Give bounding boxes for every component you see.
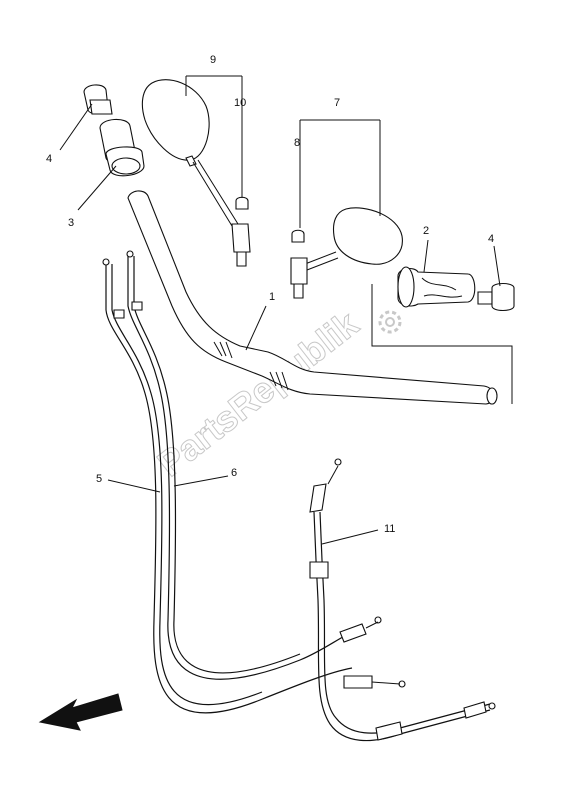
clutch-cables <box>102 250 406 714</box>
callouts: 1 2 3 4 4 5 6 7 8 9 10 11 <box>46 54 494 535</box>
callout-3: 3 <box>68 217 74 229</box>
callout-4-left: 4 <box>46 153 52 165</box>
callout-10: 10 <box>234 97 246 109</box>
callout-7: 7 <box>334 97 340 109</box>
throttle-cable <box>309 458 496 742</box>
leader-lines <box>59 75 501 545</box>
alignment-bracket <box>371 284 513 404</box>
callout-5: 5 <box>96 473 102 485</box>
callout-1: 1 <box>269 291 275 303</box>
callout-8: 8 <box>294 137 300 149</box>
arrow-icon <box>38 693 123 731</box>
mirror-right <box>290 207 403 299</box>
mirror-left <box>141 79 251 267</box>
left-grip-parts <box>83 84 145 177</box>
callout-2: 2 <box>423 225 429 237</box>
callout-4-right: 4 <box>488 233 494 245</box>
gear-icon <box>378 310 402 334</box>
handlebar <box>127 190 498 405</box>
callout-6: 6 <box>231 467 237 479</box>
callout-9: 9 <box>210 54 216 66</box>
right-grip-parts <box>397 266 515 312</box>
callout-11: 11 <box>384 523 395 535</box>
